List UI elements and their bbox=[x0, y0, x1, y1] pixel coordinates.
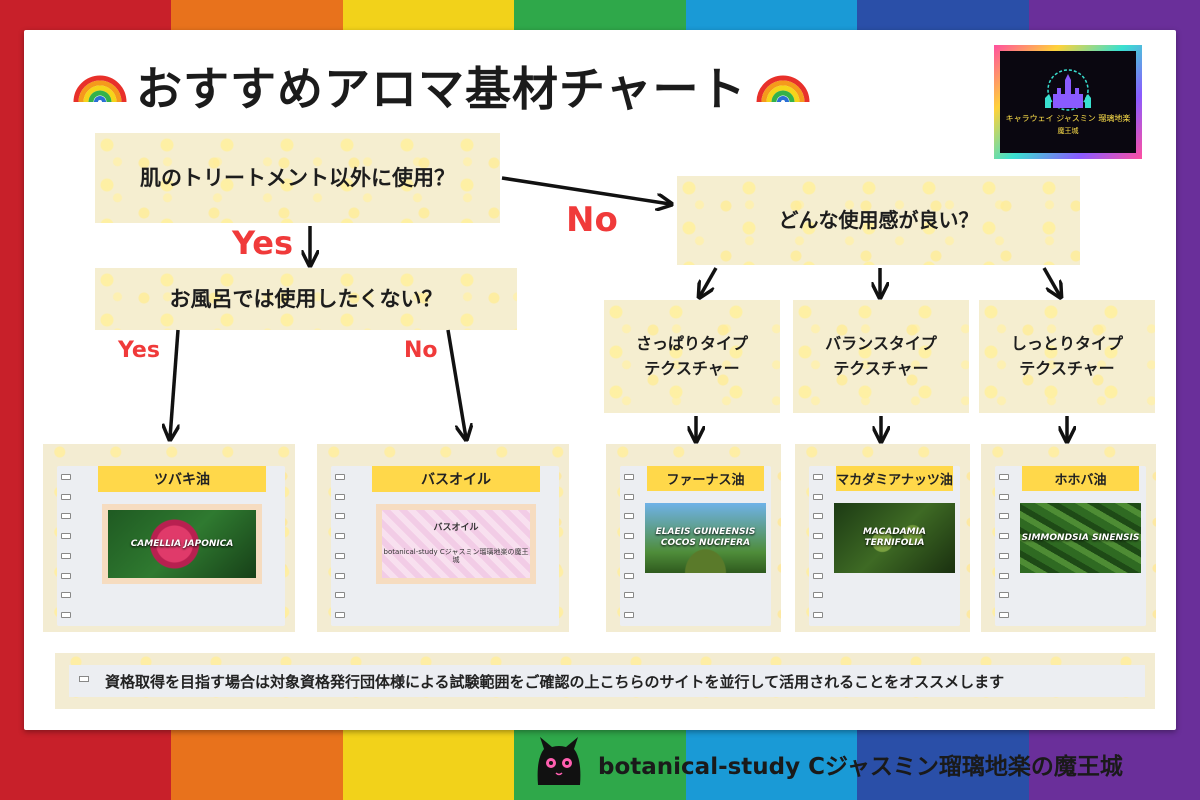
note-banner: 資格取得を目指す場合は対象資格発行団体様による試験範囲をご確認の上こちらのサイト… bbox=[55, 653, 1155, 709]
footer-text: botanical-study Cジャスミン瑠璃地楽の魔王城 bbox=[598, 754, 1123, 780]
photo-brand: botanical-study Cジャスミン瑠璃地楽の魔王城 bbox=[383, 548, 529, 565]
title-text: おすすめアロマ基材チャート bbox=[136, 62, 747, 116]
oil-card-jojoba: ホホバ油 SIMMONDSIA SINENSIS bbox=[981, 444, 1156, 632]
oil-name: ツバキ油 bbox=[97, 466, 267, 492]
question-texture: どんな使用感が良い？ bbox=[677, 176, 1080, 265]
castle-icon bbox=[1045, 69, 1091, 111]
notebook-page: バスオイル バスオイル botanical-study Cジャスミン瑠璃地楽の魔… bbox=[331, 466, 559, 626]
binder-rings bbox=[624, 474, 634, 618]
oil-name: ホホバ油 bbox=[1021, 466, 1140, 491]
type-moist: しっとりタイプ テクスチャー bbox=[979, 300, 1155, 413]
oil-name: バスオイル bbox=[371, 466, 541, 492]
oil-name: マカダミアナッツ油 bbox=[835, 466, 954, 491]
oil-card-bath: バスオイル バスオイル botanical-study Cジャスミン瑠璃地楽の魔… bbox=[317, 444, 569, 632]
bath-oil-image: バスオイル botanical-study Cジャスミン瑠璃地楽の魔王城 bbox=[381, 510, 531, 578]
yes-label: Yes bbox=[232, 224, 293, 262]
jojoba-photo: SIMMONDSIA SINENSIS bbox=[1020, 503, 1141, 573]
type-line2: テクスチャー bbox=[644, 358, 740, 378]
rainbow-icon bbox=[756, 75, 810, 103]
photo-label: バスオイル bbox=[433, 523, 479, 534]
oil-card-macadamia: マカダミアナッツ油 MACADAMIA TERNIFOLIA bbox=[795, 444, 970, 632]
type-line1: さっぱりタイプ bbox=[635, 333, 748, 353]
binder-rings bbox=[335, 474, 345, 618]
notebook-page: ホホバ油 SIMMONDSIA SINENSIS bbox=[995, 466, 1146, 626]
castle-logo: キャラウェイ ジャスミン 瑠璃地楽 魔王城 bbox=[994, 45, 1142, 159]
camellia-photo: CAMELLIA JAPONICA bbox=[107, 510, 257, 578]
photo-frame: CAMELLIA JAPONICA bbox=[101, 504, 263, 584]
rainbow-icon bbox=[73, 75, 127, 103]
logo-text: キャラウェイ ジャスミン 瑠璃地楽 bbox=[1005, 114, 1131, 124]
notebook-page: ファーナス油 ELAEIS GUINEENSIS COCOS NUCIFERA bbox=[620, 466, 771, 626]
no-label: No bbox=[566, 200, 618, 240]
binder-rings bbox=[61, 474, 71, 618]
photo-frame: ELAEIS GUINEENSIS COCOS NUCIFERA bbox=[645, 503, 766, 573]
palm-photo: ELAEIS GUINEENSIS COCOS NUCIFERA bbox=[645, 503, 766, 573]
no-label: No bbox=[404, 338, 438, 363]
type-line2: テクスチャー bbox=[1019, 358, 1115, 378]
binder-ring bbox=[79, 676, 89, 682]
type-line2: テクスチャー bbox=[833, 358, 929, 378]
page-title: おすすめアロマ基材チャート bbox=[64, 46, 819, 126]
oil-card-palm: ファーナス油 ELAEIS GUINEENSIS COCOS NUCIFERA bbox=[606, 444, 781, 632]
binder-rings bbox=[999, 474, 1009, 618]
photo-frame: MACADAMIA TERNIFOLIA bbox=[834, 503, 955, 573]
photo-frame: SIMMONDSIA SINENSIS bbox=[1020, 503, 1141, 573]
logo-inner: キャラウェイ ジャスミン 瑠璃地楽 魔王城 bbox=[1000, 51, 1136, 153]
oil-name: ファーナス油 bbox=[646, 466, 765, 491]
black-cat-icon bbox=[537, 737, 581, 785]
type-line1: しっとりタイプ bbox=[1010, 333, 1123, 353]
type-refreshing: さっぱりタイプ テクスチャー bbox=[604, 300, 780, 413]
notebook-page: ツバキ油 CAMELLIA JAPONICA bbox=[57, 466, 285, 626]
binder-rings bbox=[813, 474, 823, 618]
question-skin-treatment: 肌のトリートメント以外に使用？ bbox=[95, 133, 500, 223]
notebook-page: マカダミアナッツ油 MACADAMIA TERNIFOLIA bbox=[809, 466, 960, 626]
note-text: 資格取得を目指す場合は対象資格発行団体様による試験範囲をご確認の上こちらのサイト… bbox=[105, 672, 1005, 691]
photo-frame: バスオイル botanical-study Cジャスミン瑠璃地楽の魔王城 bbox=[375, 504, 537, 584]
footer: botanical-study Cジャスミン瑠璃地楽の魔王城 bbox=[530, 732, 1123, 796]
macadamia-photo: MACADAMIA TERNIFOLIA bbox=[834, 503, 955, 573]
oil-card-camellia: ツバキ油 CAMELLIA JAPONICA bbox=[43, 444, 295, 632]
logo-subtext: 魔王城 bbox=[1057, 126, 1079, 135]
type-line1: バランスタイプ bbox=[825, 333, 937, 353]
yes-label: Yes bbox=[118, 338, 160, 363]
note-page: 資格取得を目指す場合は対象資格発行団体様による試験範囲をご確認の上こちらのサイト… bbox=[69, 665, 1145, 697]
question-bath-use: お風呂では使用したくない？ bbox=[95, 268, 517, 330]
type-balanced: バランスタイプ テクスチャー bbox=[793, 300, 969, 413]
